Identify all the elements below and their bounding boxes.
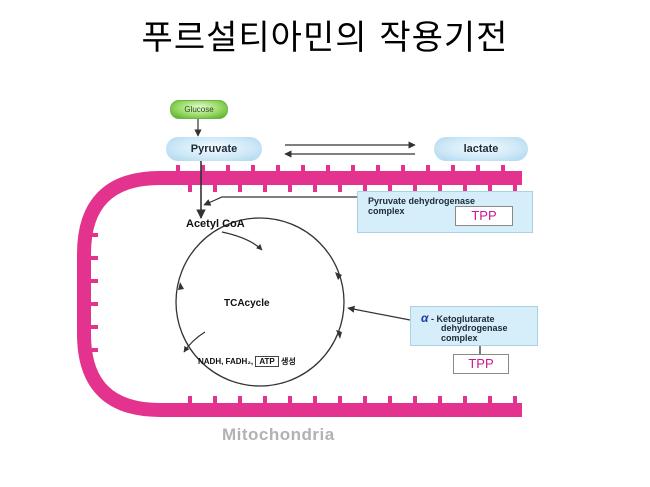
tca-cycle-circle: [175, 217, 345, 387]
pdh-pointer-arrow: [203, 196, 357, 206]
glucose-node: Glucose: [170, 100, 228, 119]
pdh-line2: complex: [368, 206, 405, 216]
atp-label: ATP: [255, 356, 279, 367]
cycle-arrowhead: [335, 272, 342, 280]
acetylcoa-to-cycle-arrow: [221, 231, 263, 251]
kgdh-line2: dehydrogenase: [441, 323, 508, 333]
kgdh-line1: α - Ketoglutarate: [421, 311, 494, 325]
page-title: 푸르설티아민의 작용기전: [141, 18, 509, 58]
pyruvate-node: Pyruvate: [166, 137, 262, 161]
tca-cycle-label: TCAcycle: [224, 298, 270, 309]
lactate-node: lactate: [434, 137, 528, 161]
pdh-tpp-badge: TPP: [455, 206, 513, 226]
products-suffix: 생성: [280, 357, 296, 366]
acetyl-coa-label: Acetyl CoA: [186, 218, 245, 230]
cycle-arrowhead: [178, 282, 184, 290]
kgdh-pointer-arrow: [347, 305, 411, 321]
kgdh-line3: complex: [441, 333, 478, 343]
alpha-symbol: α: [421, 311, 429, 325]
cycle-products: NADH, FADH₂, ATP 생성: [198, 356, 296, 367]
kgdh-line1-text: - Ketoglutarate: [430, 314, 495, 324]
organelle-label: Mitochondria: [222, 425, 335, 444]
products-arrow: [183, 331, 206, 353]
pdh-line1: Pyruvate dehydrogenase: [368, 196, 476, 206]
mitochondrial-membrane: [77, 171, 522, 417]
kgdh-enzyme-box: α - Ketoglutarate dehydrogenase complex: [410, 306, 538, 346]
cycle-arrowhead: [336, 330, 342, 339]
products-prefix: NADH, FADH₂,: [198, 357, 254, 366]
membrane-cristae: [90, 165, 517, 404]
kgdh-tpp-badge: TPP: [453, 354, 509, 374]
